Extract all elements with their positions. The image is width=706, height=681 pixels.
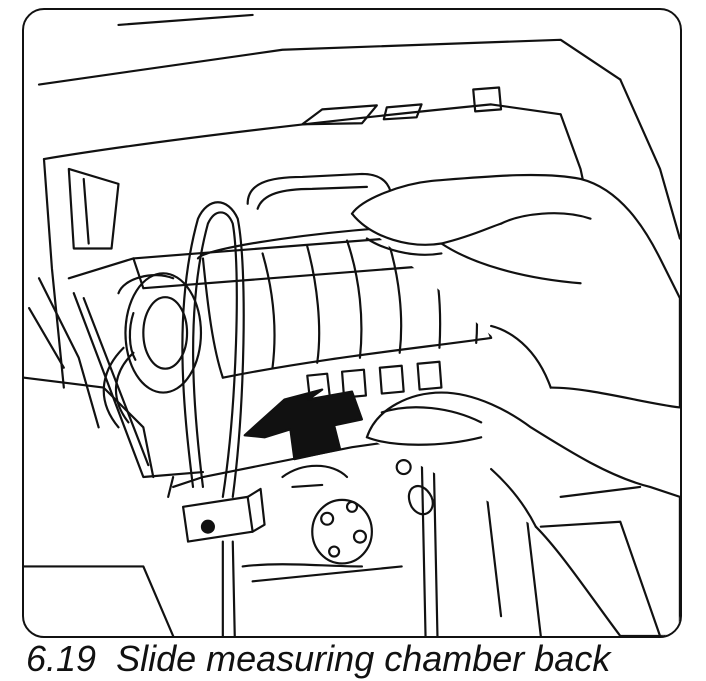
chamber-end-cap [117,272,203,394]
lower-hand [365,391,680,636]
tubing [102,201,245,498]
device-lid [37,13,680,240]
chamber-slots [306,360,443,404]
drive-wheel [241,464,403,583]
lower-panel [539,485,662,636]
device-left-wall [24,157,175,636]
upper-hand [350,173,680,409]
figure-number: 6.19 [26,638,97,679]
slide-direction-arrow [243,388,364,461]
figure-caption: 6.19 Slide measuring chamber back [26,637,610,681]
device-illustration [24,13,680,636]
figure-illustration-frame [22,8,682,638]
figure-caption-text: Slide measuring chamber back [116,638,611,679]
tube-clamp [181,487,266,636]
